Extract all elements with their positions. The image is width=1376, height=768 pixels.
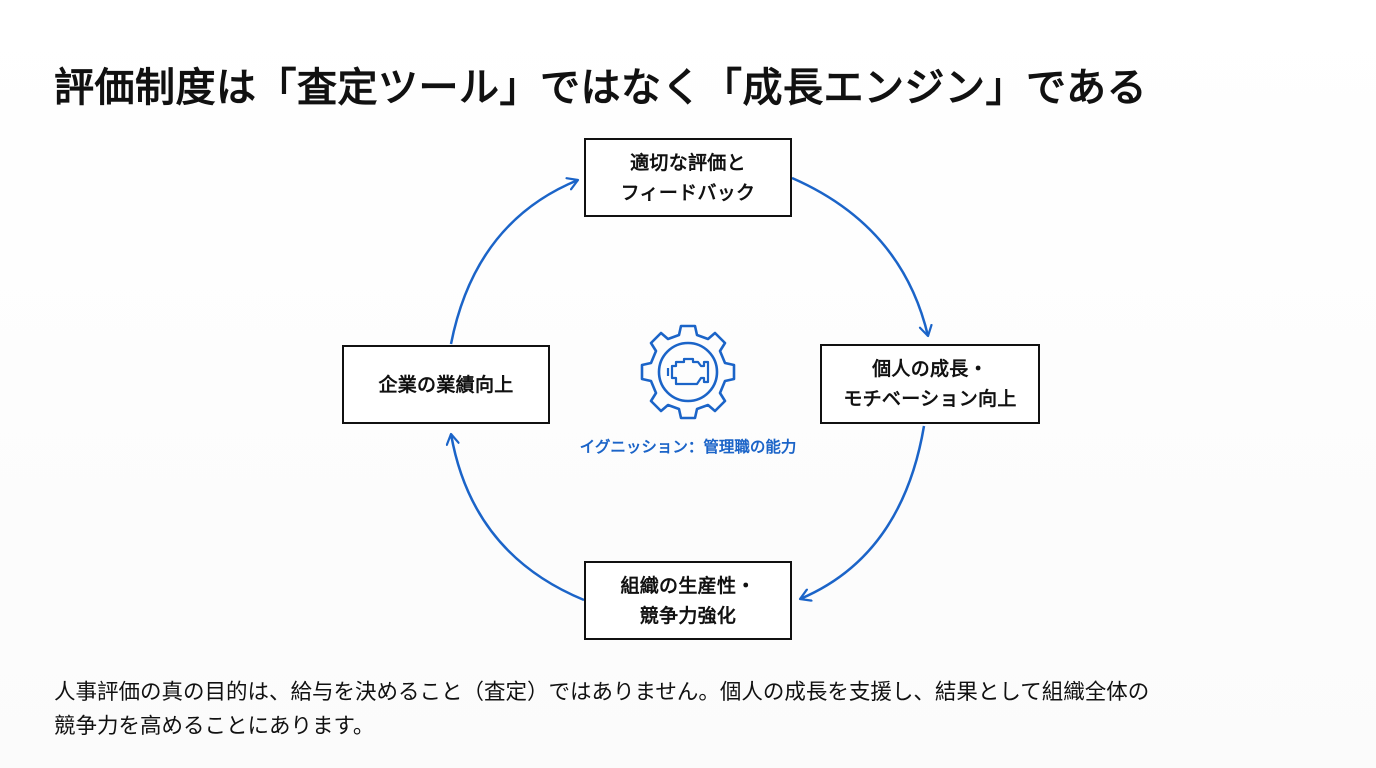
node-label-line: 組織の生産性・ bbox=[620, 574, 756, 597]
node-label-line: 適切な評価と bbox=[630, 151, 746, 174]
body-paragraph: 人事評価の真の目的は、給与を決めること（査定）ではありません。個人の成長を支援し… bbox=[54, 676, 1344, 744]
node-label-line: 競争力強化 bbox=[639, 604, 737, 627]
engine-gear-icon bbox=[636, 320, 740, 424]
cycle-node-business-performance: 企業の業績向上 bbox=[342, 345, 550, 424]
arrow-left-to-top bbox=[449, 180, 578, 345]
page-title: 評価制度は「査定ツール」ではなく「成長エンジン」である bbox=[54, 65, 1148, 111]
node-label-line: 個人の成長・ bbox=[872, 358, 988, 380]
cycle-node-organization-productivity: 組織の生産性・ 競争力強化 bbox=[584, 561, 792, 640]
cycle-node-personal-growth: 個人の成長・ モチベーション向上 bbox=[820, 344, 1040, 424]
arrow-top-to-right bbox=[791, 176, 928, 336]
node-label-line: 企業の業績向上 bbox=[378, 373, 514, 396]
body-line: 競争力を高めることにあります。 bbox=[54, 714, 375, 739]
arrow-bottom-to-left bbox=[451, 434, 585, 602]
cycle-node-feedback: 適切な評価と フィードバック bbox=[584, 138, 792, 217]
node-label-line: モチベーション向上 bbox=[843, 388, 1017, 410]
arrow-right-to-bottom bbox=[800, 425, 926, 599]
node-label-line: フィードバック bbox=[620, 181, 756, 204]
center-caption: イグニッション：管理職の能力 bbox=[579, 438, 797, 456]
body-line: 人事評価の真の目的は、給与を決めること（査定）ではありません。個人の成長を支援し… bbox=[54, 680, 1150, 705]
